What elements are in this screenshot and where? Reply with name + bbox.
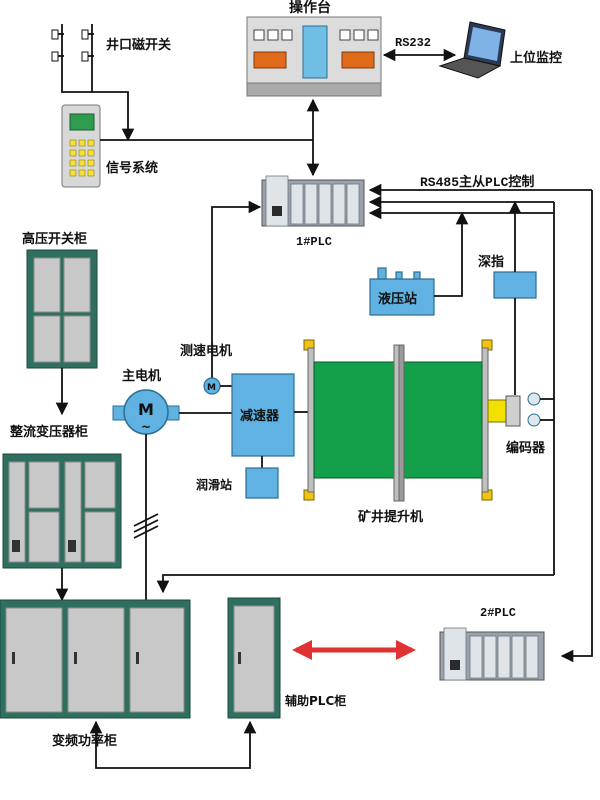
three-phase-mark [133, 513, 159, 539]
mine-hoist-drum [303, 339, 493, 502]
reducer-label: 减速器 [240, 408, 280, 424]
switch-to-bus-wire [61, 84, 135, 142]
laptop-icon [438, 21, 506, 79]
vfd-cabinet-label: 变频功率柜 [52, 733, 117, 749]
mine-hoist-label: 矿井提升机 [358, 509, 423, 525]
rectifier-transformer-label: 整流变压器柜 [9, 424, 88, 440]
lubrication-station-label: 润滑站 [196, 477, 232, 492]
depth-indicator-label: 深指 [478, 254, 504, 270]
main-motor: M ~ [112, 389, 180, 435]
depth-indicator-box [493, 271, 537, 299]
hydraulic-station [369, 267, 435, 316]
rs485-to-plc2 [560, 190, 593, 663]
hv-cabinet-label: 高压开关柜 [22, 231, 87, 247]
signal-system-label: 信号系统 [106, 160, 158, 176]
hv-switch-cabinet [26, 249, 98, 369]
vfd-aux-link [89, 720, 257, 769]
operator-console-label: 操作台 [289, 0, 331, 16]
tacho-motor-label: 测速电机 [180, 343, 232, 359]
encoder-to-vfd [156, 574, 554, 594]
hydraulic-station-label: 液压站 [378, 291, 417, 307]
reducer-box [231, 373, 295, 457]
main-motor-tilde: ~ [141, 420, 151, 434]
aux-plc-cabinet [227, 597, 281, 719]
lubrication-station-box [245, 467, 279, 499]
wellhead-switch-icon [51, 24, 94, 84]
encoder-assembly [487, 392, 541, 427]
main-motor-symbol: M [138, 400, 154, 419]
rs485-label: RS485主从PLC控制 [420, 174, 534, 190]
hydraulic-to-bus [434, 211, 469, 297]
tacho-to-plc1 [211, 200, 262, 378]
plc2-label: 2#PLC [480, 606, 516, 620]
rectifier-transformer-cabinet [2, 453, 122, 569]
encoder-label: 编码器 [506, 440, 546, 456]
plc1-rack [261, 175, 365, 227]
rs232-label: RS232 [395, 36, 431, 50]
vfd-power-cabinet [0, 599, 191, 719]
plc1-label: 1#PLC [296, 235, 332, 249]
main-motor-label: 主电机 [122, 368, 161, 384]
signal-system-device [61, 104, 101, 188]
aux-plc-cabinet-label: 辅助PLC柜 [285, 693, 346, 708]
plc2-rack [439, 627, 545, 681]
host-monitor-label: 上位监控 [510, 50, 562, 66]
operator-console [246, 16, 382, 97]
tacho-motor-symbol: M [207, 383, 216, 393]
wellhead-switch-label: 井口磁开关 [106, 37, 171, 53]
